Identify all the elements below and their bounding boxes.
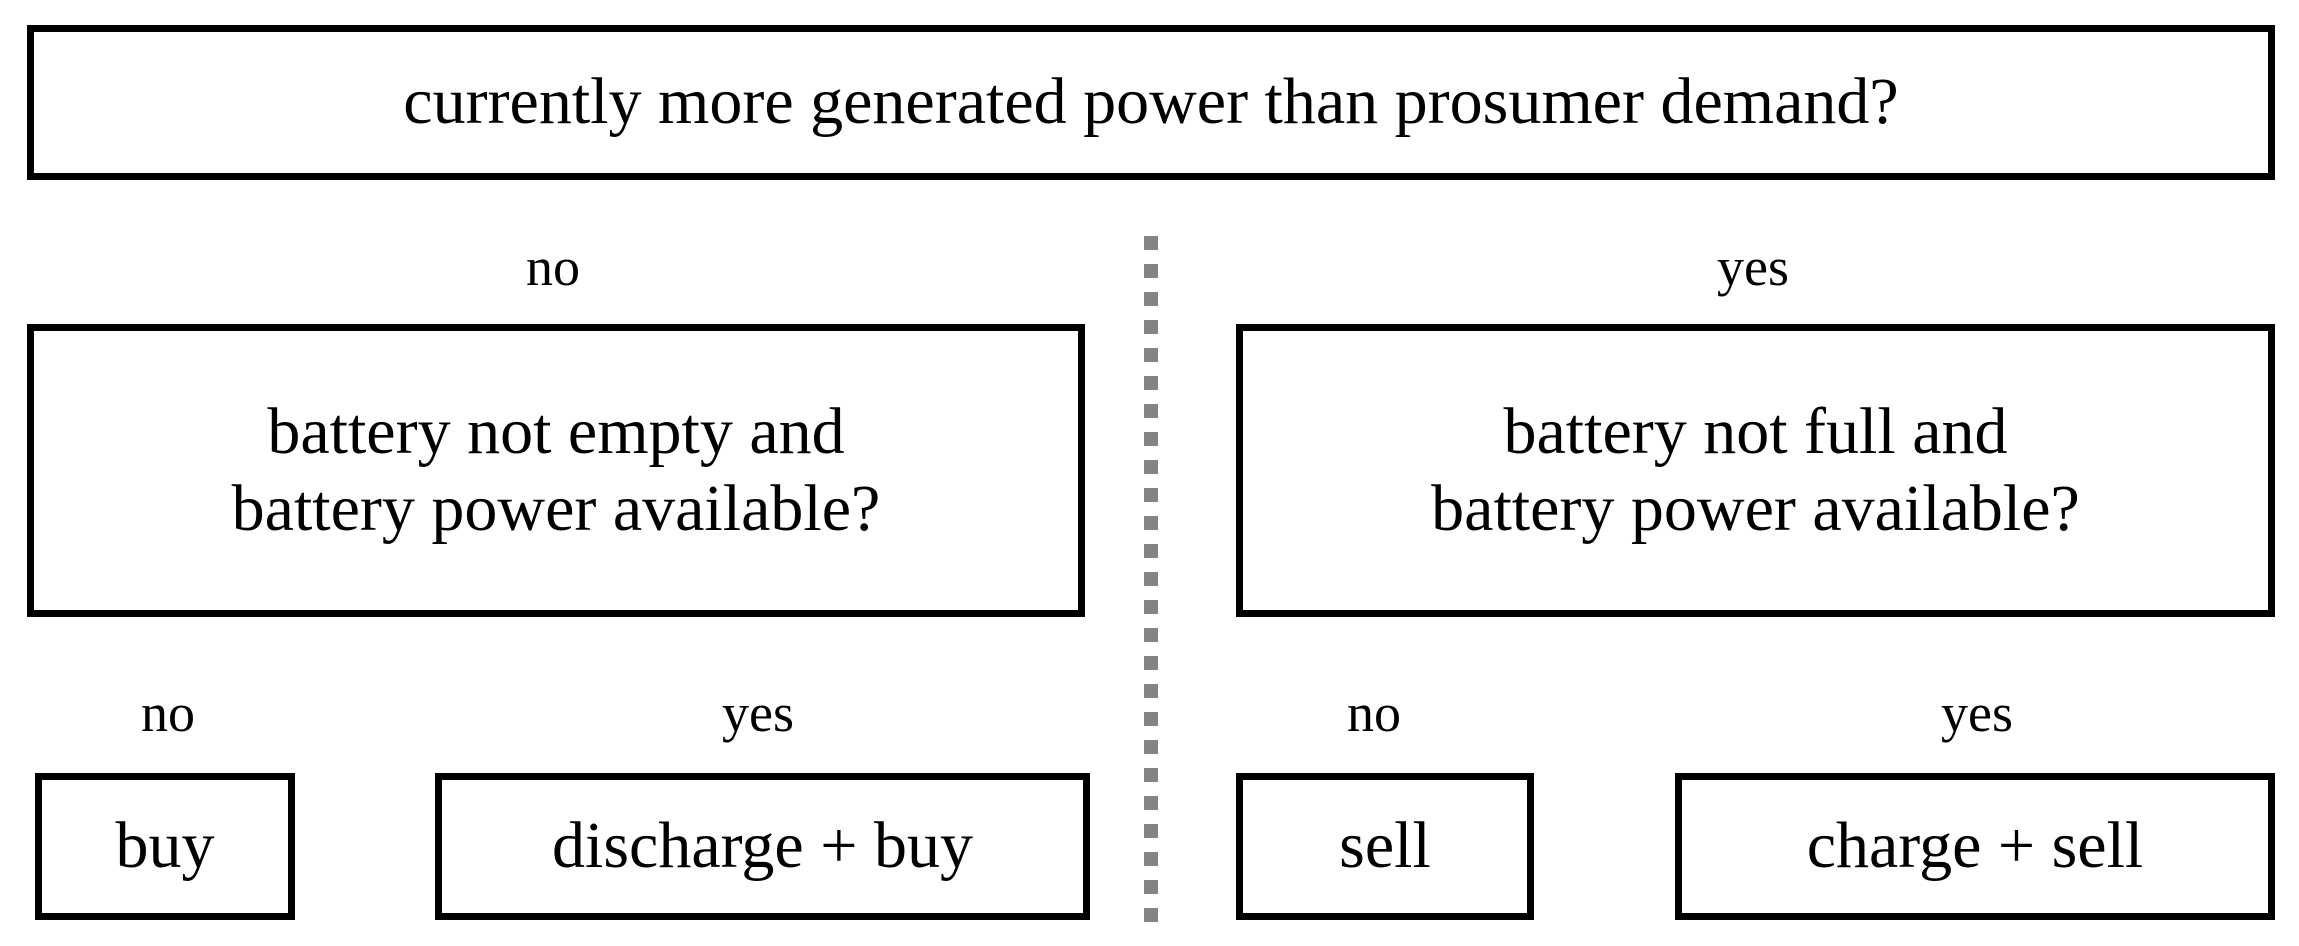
action-box-buy: buy	[35, 773, 295, 920]
right-question-box: battery not full and battery power avail…	[1236, 324, 2275, 617]
left-yes-label: yes	[722, 683, 794, 743]
action-sell-text: sell	[1339, 809, 1431, 883]
action-charge-sell-text: charge + sell	[1806, 809, 2144, 883]
right-no-label: no	[1347, 683, 1401, 743]
root-question-text: currently more generated power than pros…	[403, 65, 1899, 139]
level1-yes-label: yes	[1717, 237, 1789, 297]
action-discharge-buy-text: discharge + buy	[552, 809, 973, 883]
right-question-line1: battery not full and	[1503, 394, 2008, 468]
dashed-divider-line	[1144, 236, 1158, 926]
left-no-label: no	[141, 683, 195, 743]
action-box-discharge-buy: discharge + buy	[435, 773, 1090, 920]
action-box-charge-sell: charge + sell	[1675, 773, 2275, 920]
left-question-line2: battery power available?	[231, 471, 881, 545]
left-question-box: battery not empty and battery power avai…	[27, 324, 1085, 617]
right-question-line2: battery power available?	[1431, 471, 2080, 545]
level1-no-label: no	[526, 237, 580, 297]
root-question-box: currently more generated power than pros…	[27, 25, 2275, 180]
action-buy-text: buy	[115, 809, 215, 883]
action-box-sell: sell	[1236, 773, 1534, 920]
left-question-line1: battery not empty and	[267, 394, 845, 468]
right-yes-label: yes	[1941, 683, 2013, 743]
